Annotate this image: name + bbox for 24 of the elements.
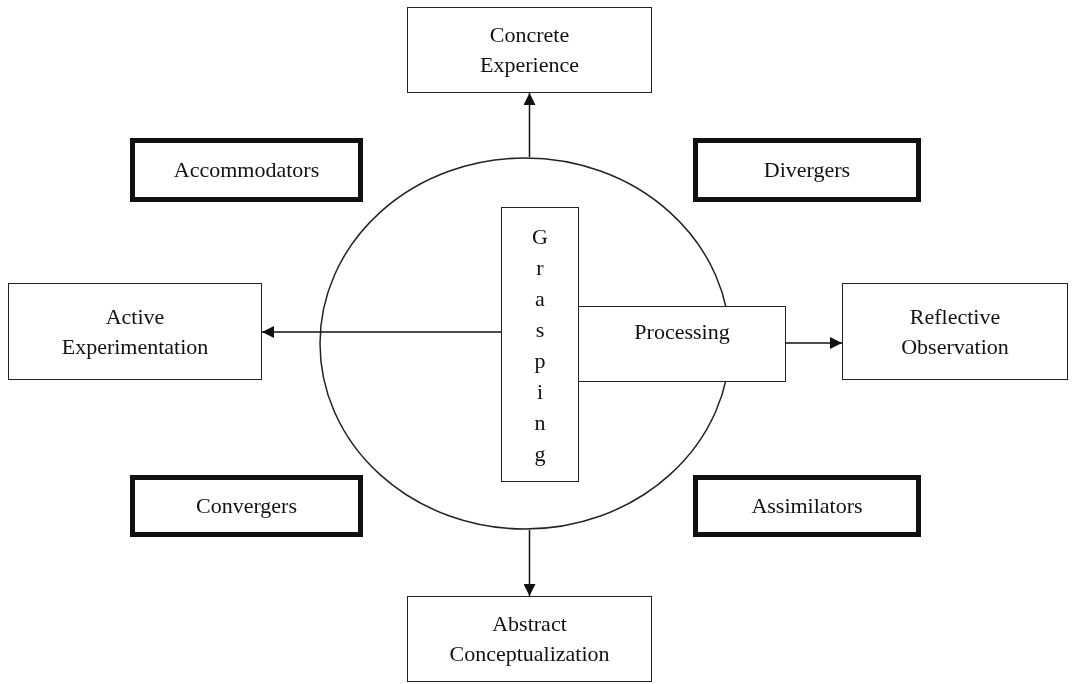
- style-box: [130, 475, 363, 537]
- node-label: Accommodators: [173, 156, 320, 184]
- arrow: [785, 337, 843, 349]
- stage-box: [578, 306, 786, 382]
- style-box: [130, 138, 363, 202]
- node-label: Active Experimentation: [60, 302, 210, 361]
- node-label: Convergers: [196, 492, 297, 520]
- node-label: Reflective Observation: [900, 302, 1010, 361]
- style-box: [693, 475, 921, 537]
- node-label: Processing: [634, 318, 730, 346]
- arrow: [523, 92, 536, 158]
- stage-box: [407, 596, 652, 682]
- node-label: Assimilators: [751, 492, 863, 520]
- stage-box: [501, 207, 579, 482]
- stage-box: [407, 7, 652, 93]
- stage-box: [8, 283, 262, 380]
- node-label: Abstract Conceptualization: [448, 610, 611, 668]
- node-label: Divergers: [763, 156, 851, 184]
- node-label: Concrete Experience: [479, 21, 580, 79]
- arrow: [261, 326, 502, 338]
- stage-box: [842, 283, 1068, 380]
- node-label: Grasping: [532, 222, 548, 468]
- arrow: [523, 529, 536, 597]
- style-box: [693, 138, 921, 202]
